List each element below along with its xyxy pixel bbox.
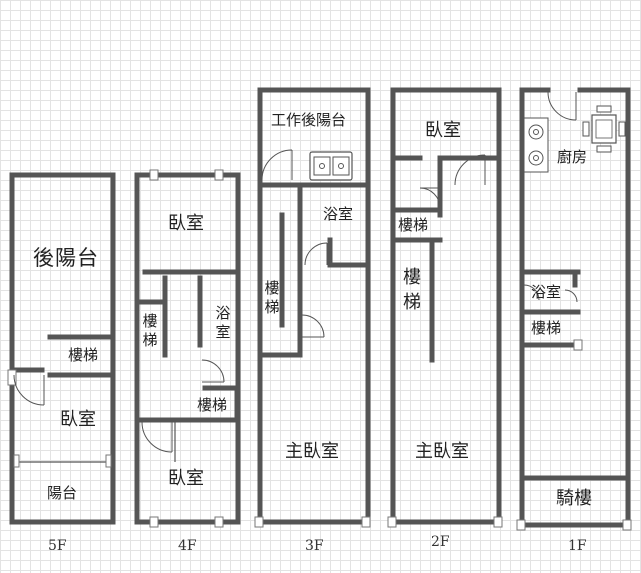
f4-bedroom-top-label: 臥室 <box>168 213 204 234</box>
f5-back-balcony-label: 後陽台 <box>33 246 99 270</box>
f2-stairs-small-label: 樓梯 <box>398 216 429 234</box>
floor-label-3f: 3F <box>305 538 324 554</box>
floor-2f-walls <box>387 87 503 528</box>
f2-bedroom-label: 臥室 <box>425 120 461 141</box>
f5-bedroom-label: 臥室 <box>60 409 96 430</box>
f5-balcony-label: 陽台 <box>47 484 78 502</box>
f3-master-bedroom-label: 主臥室 <box>285 441 339 462</box>
f4-stairs-bottom-label: 樓梯 <box>197 396 228 414</box>
floor-label-2f: 2F <box>431 534 450 550</box>
f2-stairs-large-label: 樓梯 <box>403 267 421 314</box>
f4-bedroom-bottom-label: 臥室 <box>168 468 204 489</box>
f1-kitchen-label: 廚房 <box>557 148 588 166</box>
f4-bath-label: 浴室 <box>215 304 231 341</box>
floor-label-4f: 4F <box>178 538 197 554</box>
floor-label-5f: 5F <box>48 538 67 554</box>
floor-4f-walls <box>134 169 241 528</box>
f2-master-bedroom-label: 主臥室 <box>415 441 469 462</box>
f3-bath-label: 浴室 <box>323 205 354 223</box>
f1-stairs-label: 樓梯 <box>531 319 562 337</box>
f3-work-balcony-label: 工作後陽台 <box>271 111 347 129</box>
floor-label-1f: 1F <box>568 538 587 554</box>
f1-arcade-label: 騎樓 <box>556 488 592 509</box>
floor-3f-walls <box>254 87 371 528</box>
floor-1f-walls <box>516 87 632 531</box>
floor-5f-walls <box>7 172 116 525</box>
f3-stairs-label: 樓梯 <box>264 279 280 316</box>
f1-bath-label: 浴室 <box>531 283 562 301</box>
f4-stairs-left-label: 樓梯 <box>142 312 158 349</box>
f5-stairs-label: 樓梯 <box>68 346 99 364</box>
